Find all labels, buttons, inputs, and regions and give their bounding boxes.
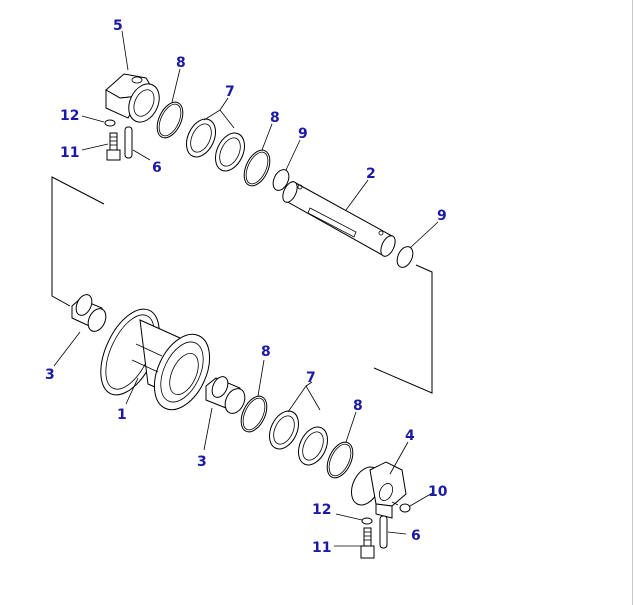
part-collar-upper: [105, 73, 160, 123]
part-shaft: [282, 181, 396, 257]
part-roller: [100, 308, 211, 411]
part-collar-lower: [350, 461, 407, 519]
callout-12: 12: [312, 502, 331, 518]
callout-8: 8: [176, 55, 186, 71]
part-oring-8d: [326, 441, 354, 479]
part-ring-9a: [272, 169, 290, 191]
callout-8: 8: [353, 398, 363, 414]
part-pin-upper: [124, 126, 133, 159]
assembly-outline: [51, 176, 433, 394]
part-washer-lower: [361, 517, 373, 525]
part-pin-lower: [379, 515, 388, 549]
callout-11: 11: [312, 540, 331, 556]
part-seal-7a: [185, 118, 246, 172]
part-oring-8b: [243, 149, 271, 187]
callout-5: 5: [113, 18, 123, 34]
part-ring-9b: [396, 246, 414, 268]
callouts: 5 8 7 8 9 2 9 12 11 6 3 1 8 7 3 8 4 10 1…: [45, 18, 448, 556]
callout-7: 7: [306, 370, 316, 386]
leader-lines: [53, 30, 439, 547]
callout-1: 1: [117, 407, 127, 423]
callout-8: 8: [261, 344, 271, 360]
part-bolt-upper: [106, 132, 121, 161]
part-seal-7b: [268, 410, 329, 466]
callout-12: 12: [60, 108, 79, 124]
part-washer-upper: [104, 119, 116, 127]
part-oring-8a: [156, 101, 184, 139]
callout-3: 3: [45, 367, 55, 383]
callout-10: 10: [428, 484, 448, 500]
callout-3: 3: [197, 454, 207, 470]
part-bolt-lower: [360, 527, 375, 559]
part-bushing-3a: [71, 294, 107, 332]
callout-8: 8: [270, 110, 280, 126]
callout-7: 7: [225, 84, 235, 100]
callout-11: 11: [60, 145, 79, 161]
part-bolt-10: [391, 501, 411, 513]
callout-9: 9: [437, 208, 447, 224]
callout-4: 4: [405, 428, 415, 444]
part-bushing-3b: [205, 376, 246, 414]
callout-2: 2: [366, 166, 376, 182]
callout-6: 6: [152, 160, 162, 176]
callout-6: 6: [411, 528, 421, 544]
callout-9: 9: [298, 126, 308, 142]
image-border: [632, 0, 633, 605]
part-oring-8c: [240, 395, 268, 433]
